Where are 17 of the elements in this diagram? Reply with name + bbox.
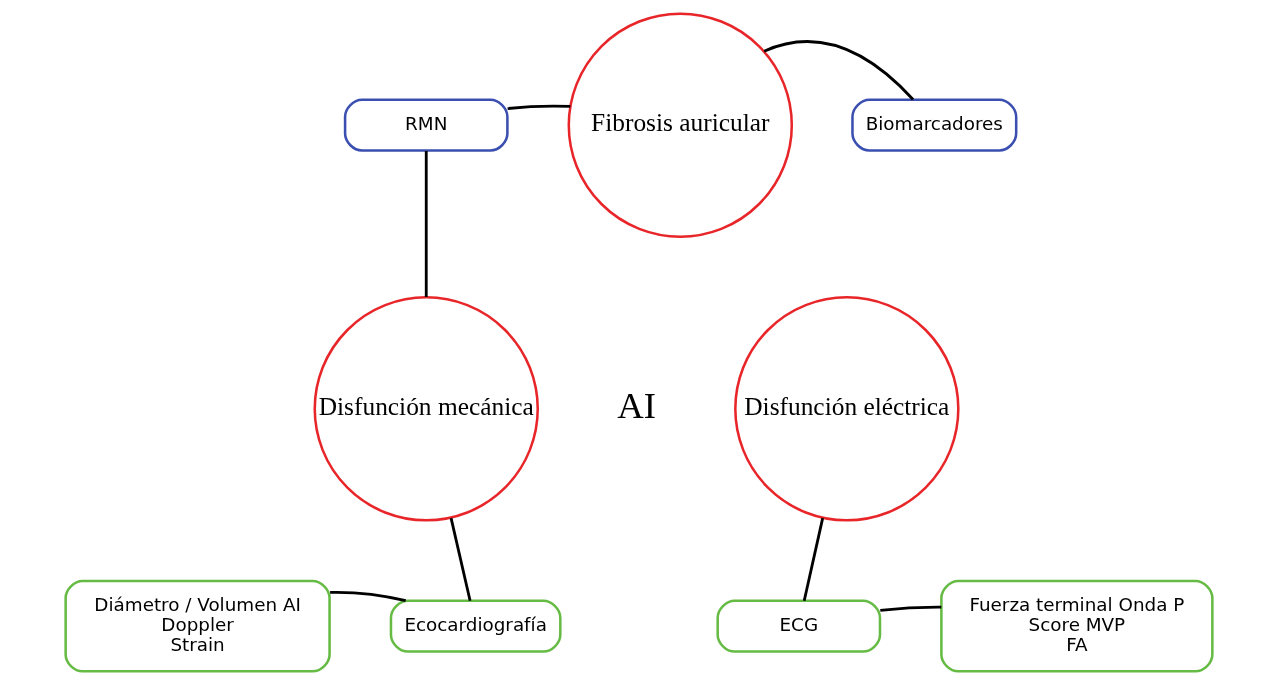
- node-box: Fuerza terminal Onda P Score MVP FA: [940, 579, 1214, 673]
- node-circle: Disfunción mecánica: [313, 296, 539, 522]
- connector: [880, 605, 942, 612]
- connector: [449, 517, 472, 602]
- node-box: Biomarcadores: [851, 98, 1018, 152]
- connector: [424, 151, 428, 297]
- node-circle: Disfunción eléctrica: [734, 296, 960, 522]
- node-box: Diámetro / Volumen AI Doppler Strain: [64, 579, 331, 673]
- label: AI: [617, 384, 656, 426]
- node-box: Ecocardiografía: [389, 599, 562, 653]
- connector: [507, 104, 571, 110]
- node-box: RMN: [343, 98, 509, 152]
- node-box: ECG: [716, 599, 882, 653]
- connector: [330, 590, 407, 603]
- connector: [763, 40, 915, 101]
- node-circle: Fibrosis auricular: [567, 12, 794, 238]
- connector: [802, 517, 825, 602]
